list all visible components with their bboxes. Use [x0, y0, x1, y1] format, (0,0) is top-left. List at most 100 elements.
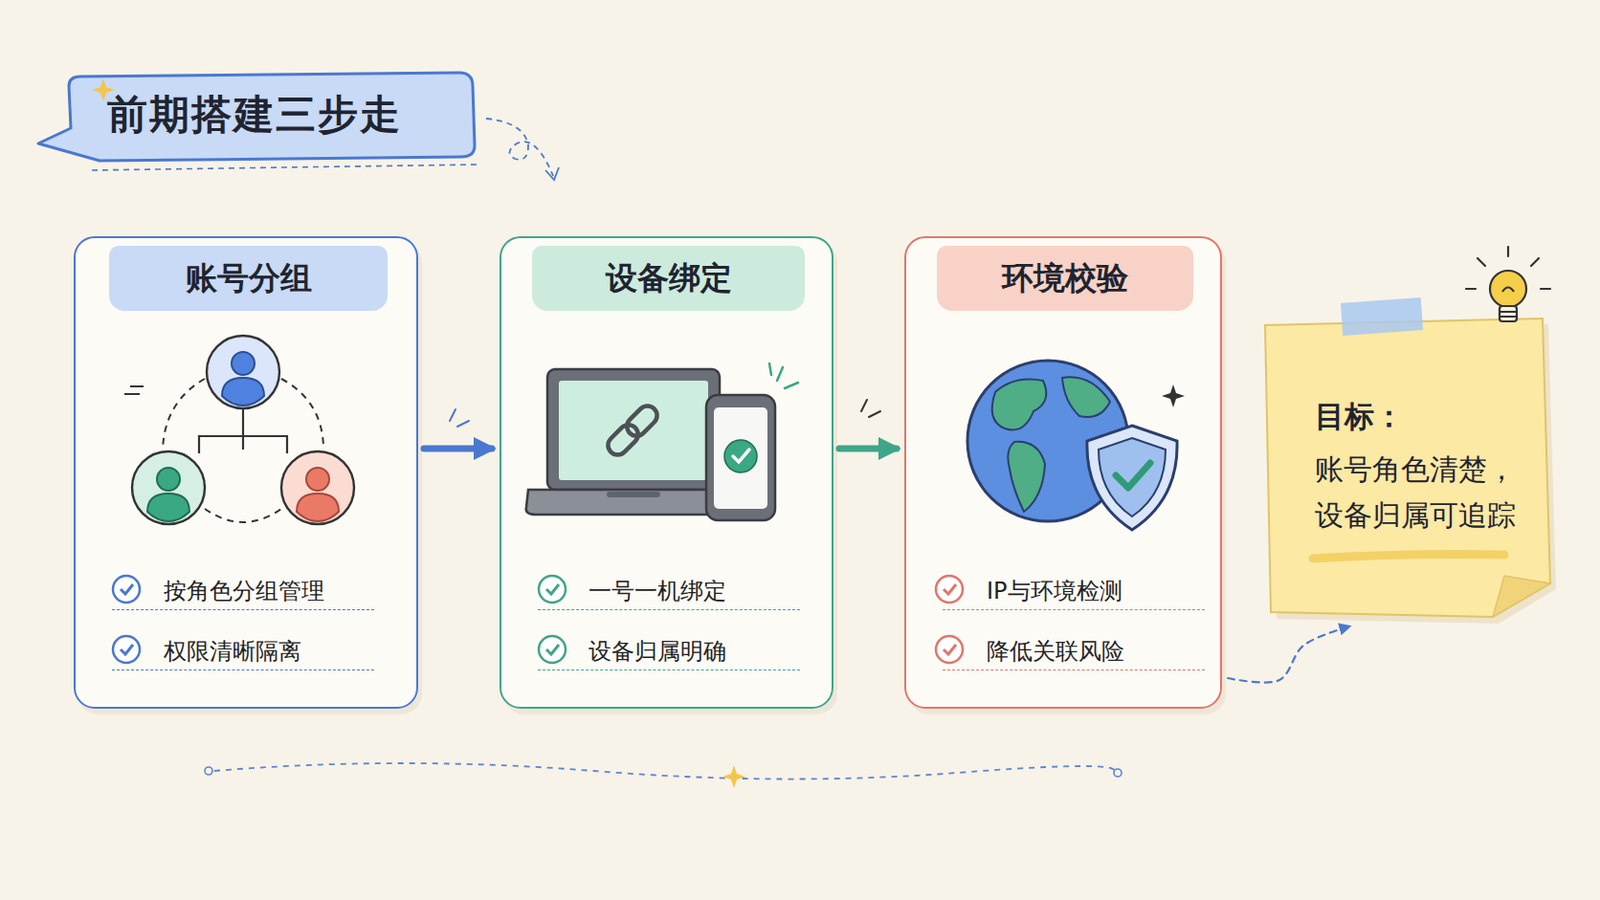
- check-icon: [112, 636, 140, 664]
- devices-icon: [526, 489, 730, 515]
- sticky-note: [1265, 297, 1556, 624]
- dashed-divider: [204, 767, 213, 776]
- people-network-icon: [132, 451, 205, 525]
- check-icon: [943, 644, 956, 655]
- title-ribbon: [38, 72, 475, 161]
- globe-shield-icon: [967, 360, 1185, 531]
- globe-shield-icon: [992, 379, 1047, 431]
- card-header: 设备绑定: [532, 245, 805, 312]
- check-icon: [538, 576, 566, 603]
- check-icon: [538, 636, 566, 664]
- globe-shield-icon: [1098, 438, 1166, 517]
- people-network-icon: [124, 335, 355, 525]
- check-icon: [546, 584, 559, 595]
- people-network-icon: [296, 493, 339, 522]
- step-card: 账号分组按角色分组管理权限清晰隔离: [73, 236, 419, 710]
- people-network-icon: [281, 451, 355, 525]
- check-item: 降低关联风险: [942, 633, 1205, 671]
- light-bulb-icon: [1499, 311, 1517, 317]
- sticky-note: [1265, 318, 1551, 618]
- check-item: 一号一机绑定: [537, 573, 800, 611]
- devices-icon: [733, 449, 750, 463]
- card-ground: [73, 236, 1226, 715]
- title-ribbon: [486, 118, 554, 177]
- people-network-icon: [222, 377, 265, 406]
- card-header: 账号分组: [109, 245, 388, 312]
- light-bulb-icon: [1466, 246, 1551, 289]
- card-ground: [904, 236, 1223, 710]
- devices-icon: [603, 401, 661, 459]
- light-bulb-icon: [1499, 306, 1517, 322]
- flow-arrow: [1227, 626, 1350, 684]
- people-network-icon: [306, 467, 330, 491]
- check-item: 设备归属明确: [537, 633, 800, 671]
- spark-marks: [449, 409, 469, 427]
- people-network-icon: [231, 352, 255, 376]
- devices-icon: [603, 421, 643, 460]
- devices-icon: [547, 369, 720, 490]
- title-ribbon: [545, 167, 559, 180]
- card-header: 环境校验: [936, 245, 1194, 312]
- title-ribbon: [91, 164, 479, 171]
- title-text: 前期搭建三步走: [107, 88, 402, 142]
- check-icon: [112, 636, 140, 664]
- check-icon: [112, 576, 140, 603]
- globe-shield-icon: [1087, 425, 1178, 531]
- devices-icon: [713, 407, 768, 510]
- light-bulb-icon: [1502, 288, 1514, 293]
- dashed-divider: [204, 763, 1122, 789]
- check-icon: [112, 576, 140, 603]
- check-icon: [120, 584, 134, 595]
- light-bulb-icon: [1466, 246, 1551, 322]
- note-body: 账号角色清楚， 设备归属可追踪: [1314, 446, 1537, 539]
- people-network-icon: [124, 386, 144, 395]
- sticky-note: [1492, 576, 1551, 618]
- globe-shield-icon: [1161, 384, 1185, 408]
- devices-icon: [622, 401, 662, 441]
- check-item: 权限清晰隔离: [111, 633, 375, 671]
- dashed-divider: [722, 765, 746, 789]
- people-network-icon: [147, 493, 190, 522]
- spark-marks: [449, 400, 881, 427]
- light-bulb-icon: [1489, 270, 1527, 308]
- card-ground: [499, 236, 834, 710]
- card-ground: [73, 236, 419, 710]
- sticky-note: [1312, 555, 1505, 560]
- check-icon: [935, 576, 963, 603]
- people-network-icon: [156, 467, 180, 491]
- spark-marks: [861, 400, 881, 418]
- check-icon: [935, 576, 963, 603]
- title-ribbon: [38, 72, 559, 180]
- globe-shield-icon: [1115, 463, 1151, 489]
- check-icon: [120, 644, 134, 655]
- globe-shield-icon: [1062, 377, 1111, 418]
- dashed-divider: [1113, 769, 1122, 778]
- check-icon: [943, 584, 956, 595]
- step-card: 环境校验 IP与环境检测降低关联风险: [904, 236, 1223, 710]
- devices-icon: [558, 380, 709, 481]
- dashed-divider: [214, 763, 1114, 780]
- sticky-note: [1340, 297, 1423, 336]
- devices-icon: [724, 440, 757, 473]
- check-icon: [935, 636, 963, 664]
- note-heading: 目标：: [1314, 397, 1404, 438]
- devices-icon: [769, 363, 799, 389]
- check-icon: [538, 576, 566, 603]
- step-card: 设备绑定一号一机绑定设备归属明确: [499, 236, 834, 710]
- check-item: IP与环境检测: [942, 573, 1205, 611]
- devices-icon: [706, 395, 776, 521]
- flow-arrow: [839, 445, 897, 453]
- people-network-icon: [206, 335, 280, 409]
- check-icon: [546, 644, 559, 655]
- check-item: 按角色分组管理: [111, 573, 375, 611]
- people-network-icon: [199, 409, 288, 454]
- goal-note: 目标： 账号角色清楚， 设备归属可追踪: [1265, 324, 1555, 618]
- check-icon: [935, 636, 963, 664]
- flow-arrow: [423, 445, 492, 453]
- globe-shield-icon: [1007, 442, 1045, 512]
- check-icon: [538, 636, 566, 664]
- devices-icon: [606, 491, 661, 498]
- devices-icon: [526, 363, 799, 521]
